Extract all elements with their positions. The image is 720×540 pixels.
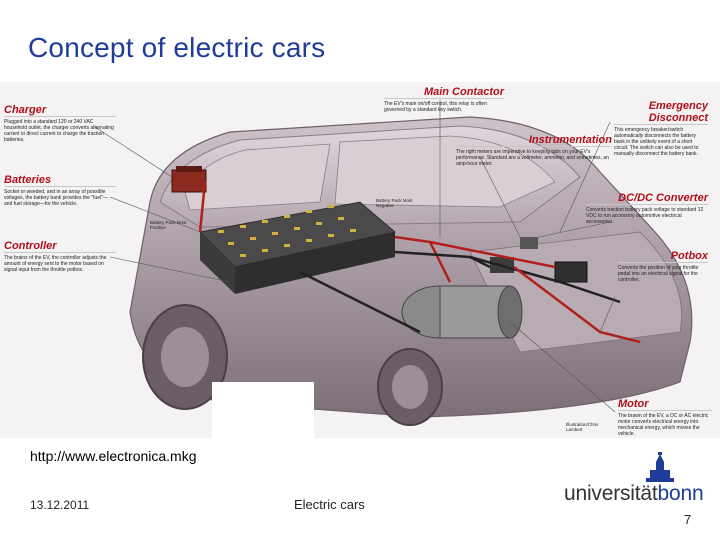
university-logo-text: universitätbonn — [564, 482, 704, 506]
callout-dcdc-converter-heading: DC/DC Converter — [586, 192, 708, 205]
battery-negative-label: Battery Pack Most Negative — [376, 198, 413, 208]
callout-emergency-disconnect-heading: Emergency Disconnect — [614, 100, 708, 125]
logo-prefix: universität — [564, 482, 658, 505]
callout-batteries: Batteries Socket or weeded, and in an ar… — [4, 174, 116, 207]
source-url: http://www.electronica.mkg — [30, 448, 197, 464]
page-number: 7 — [684, 512, 692, 527]
callout-dcdc-converter-body: Converts traction battery pack voltage t… — [586, 207, 704, 225]
callout-main-contactor: Main Contactor The EV's main on/off cont… — [384, 86, 504, 113]
logo-suffix: bonn — [657, 482, 704, 505]
callout-potbox-body: Converts the position of your throttle p… — [618, 265, 699, 283]
callout-charger: Charger Plugged into a standard 120 or 2… — [4, 104, 116, 143]
callout-motor-heading: Motor — [618, 398, 712, 411]
callout-instrumentation-body: The right meters are imperative to keepi… — [456, 149, 609, 167]
callout-main-contactor-body: The EV's main on/off control, this relay… — [384, 101, 487, 113]
callout-controller: Controller The brains of the EV, the con… — [4, 240, 116, 273]
callout-charger-body: Plugged into a standard 120 or 240 VAC h… — [4, 119, 114, 143]
callout-controller-heading: Controller — [4, 240, 116, 253]
callout-potbox: Potbox Converts the position of your thr… — [618, 250, 708, 283]
illustrator-credit: Illustration/Chris Lambert — [566, 422, 599, 432]
footer-date: 13.12.2011 — [30, 498, 90, 512]
battery-bank — [199, 201, 396, 294]
car-illustration — [0, 82, 720, 438]
accessory-battery — [554, 261, 588, 283]
callout-main-contactor-heading: Main Contactor — [384, 86, 504, 99]
electric-car-diagram: Charger Plugged into a standard 120 or 2… — [0, 82, 720, 438]
callout-motor: Motor The brawn of the EV, a DC or AC el… — [618, 398, 712, 437]
dcdc-unit — [520, 237, 538, 249]
callout-dcdc-converter: DC/DC Converter Converts traction batter… — [586, 192, 708, 225]
callout-batteries-body: Socket or weeded, and in an array of pos… — [4, 189, 108, 207]
callout-motor-body: The brawn of the EV, a DC or AC electric… — [618, 413, 709, 437]
charger-unit — [171, 166, 207, 193]
callout-emergency-disconnect: Emergency Disconnect This emergency brea… — [614, 100, 708, 157]
footer-title: Electric cars — [294, 497, 365, 512]
callout-emergency-disconnect-body: This emergency breaker/switch automatica… — [614, 127, 699, 157]
university-logo-crest — [646, 452, 674, 482]
callout-batteries-heading: Batteries — [4, 174, 116, 187]
callout-instrumentation-heading: Instrumentation — [456, 134, 612, 147]
callout-controller-body: The brains of the EV, the controller adj… — [4, 255, 107, 273]
callout-charger-heading: Charger — [4, 104, 116, 117]
slide-title: Concept of electric cars — [28, 32, 326, 63]
callout-potbox-heading: Potbox — [618, 250, 708, 263]
leader-lines — [94, 100, 616, 413]
callout-instrumentation: Instrumentation The right meters are imp… — [456, 134, 612, 167]
battery-positive-label: Battery Pack Most Positive — [150, 220, 187, 230]
motor-unit — [401, 285, 523, 339]
